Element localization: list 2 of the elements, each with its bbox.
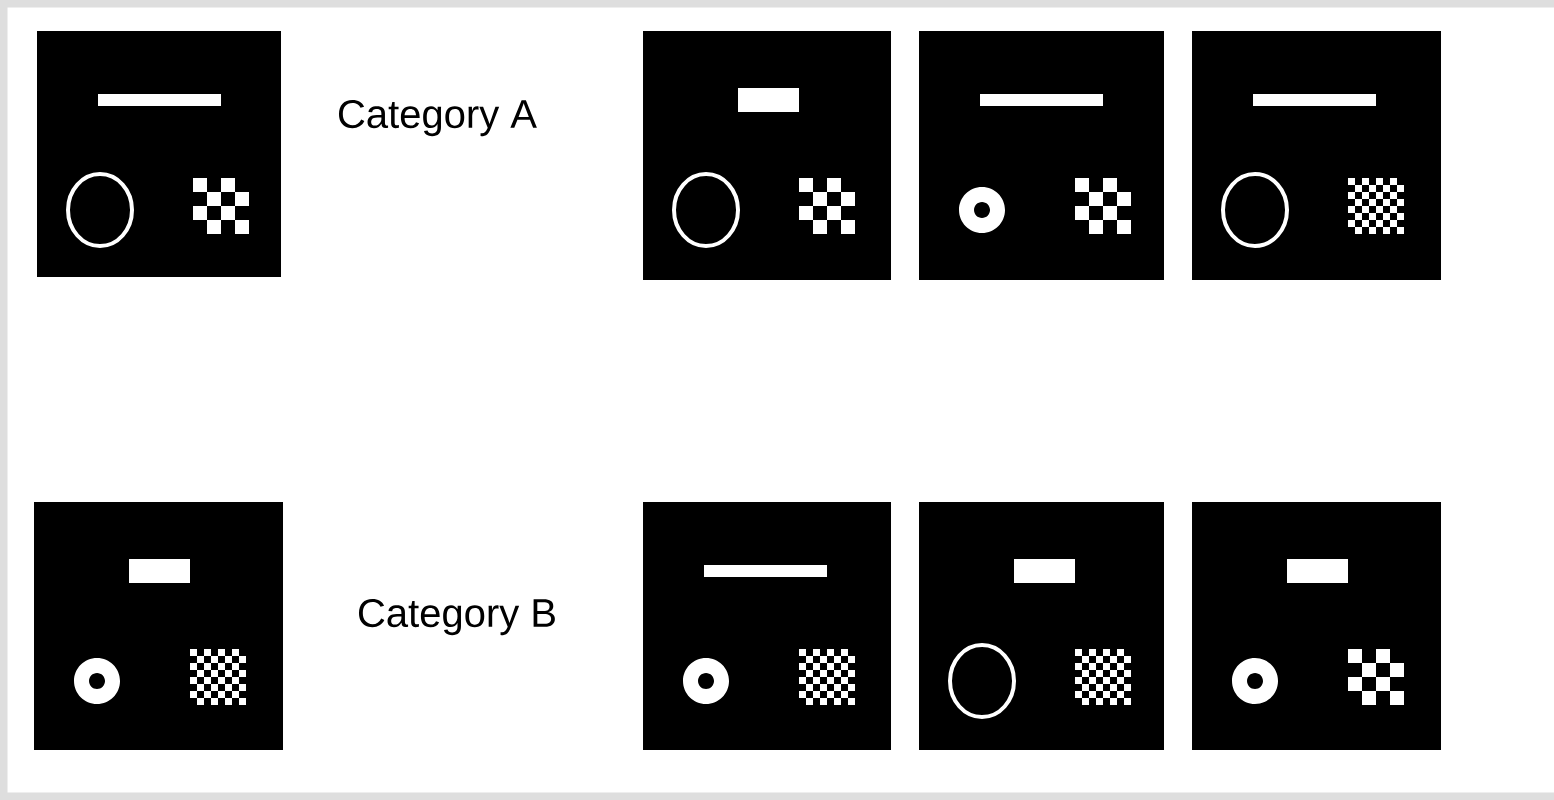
category-label: Category B bbox=[359, 598, 555, 636]
category-label: Category A bbox=[339, 99, 537, 137]
